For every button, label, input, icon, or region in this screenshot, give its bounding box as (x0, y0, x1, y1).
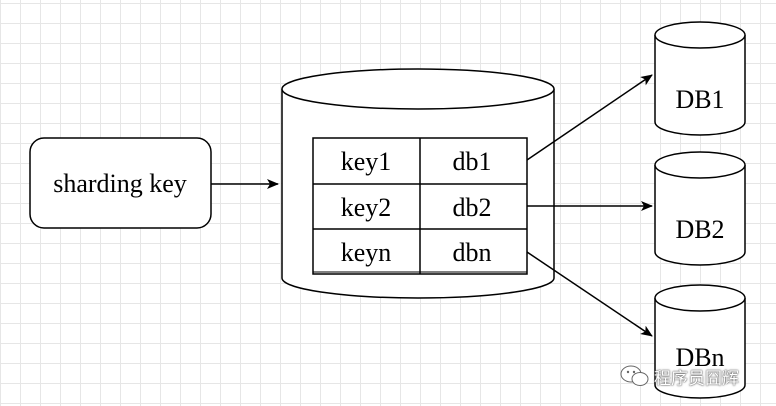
watermark-text: 程序员囧辉 (654, 368, 739, 389)
dbn-label: DBn (675, 343, 724, 372)
watermark: 程序员囧辉 (620, 358, 739, 394)
arrow-to-db1 (526, 74, 653, 161)
table-cell-db: db1 (453, 147, 492, 176)
dbn-cylinder: DBn (654, 284, 746, 399)
table-cell-key: key2 (341, 193, 392, 222)
db1-label: DB1 (675, 85, 724, 114)
table-cell-db: dbn (453, 238, 492, 267)
table-cell-key: key1 (341, 147, 392, 176)
table-cell-key: keyn (341, 238, 392, 267)
db2-label: DB2 (675, 215, 724, 244)
arrow-to-dbn (526, 251, 653, 337)
mapping-table: key1 db1 key2 db2 keyn dbn (312, 137, 528, 275)
db2-cylinder: DB2 (654, 151, 746, 266)
wechat-icon (620, 365, 649, 386)
table-cell-db: db2 (453, 193, 492, 222)
sharding-key-label: sharding key (53, 169, 187, 198)
db1-cylinder: DB1 (654, 21, 746, 136)
sharding-key-node: sharding key (29, 137, 212, 229)
